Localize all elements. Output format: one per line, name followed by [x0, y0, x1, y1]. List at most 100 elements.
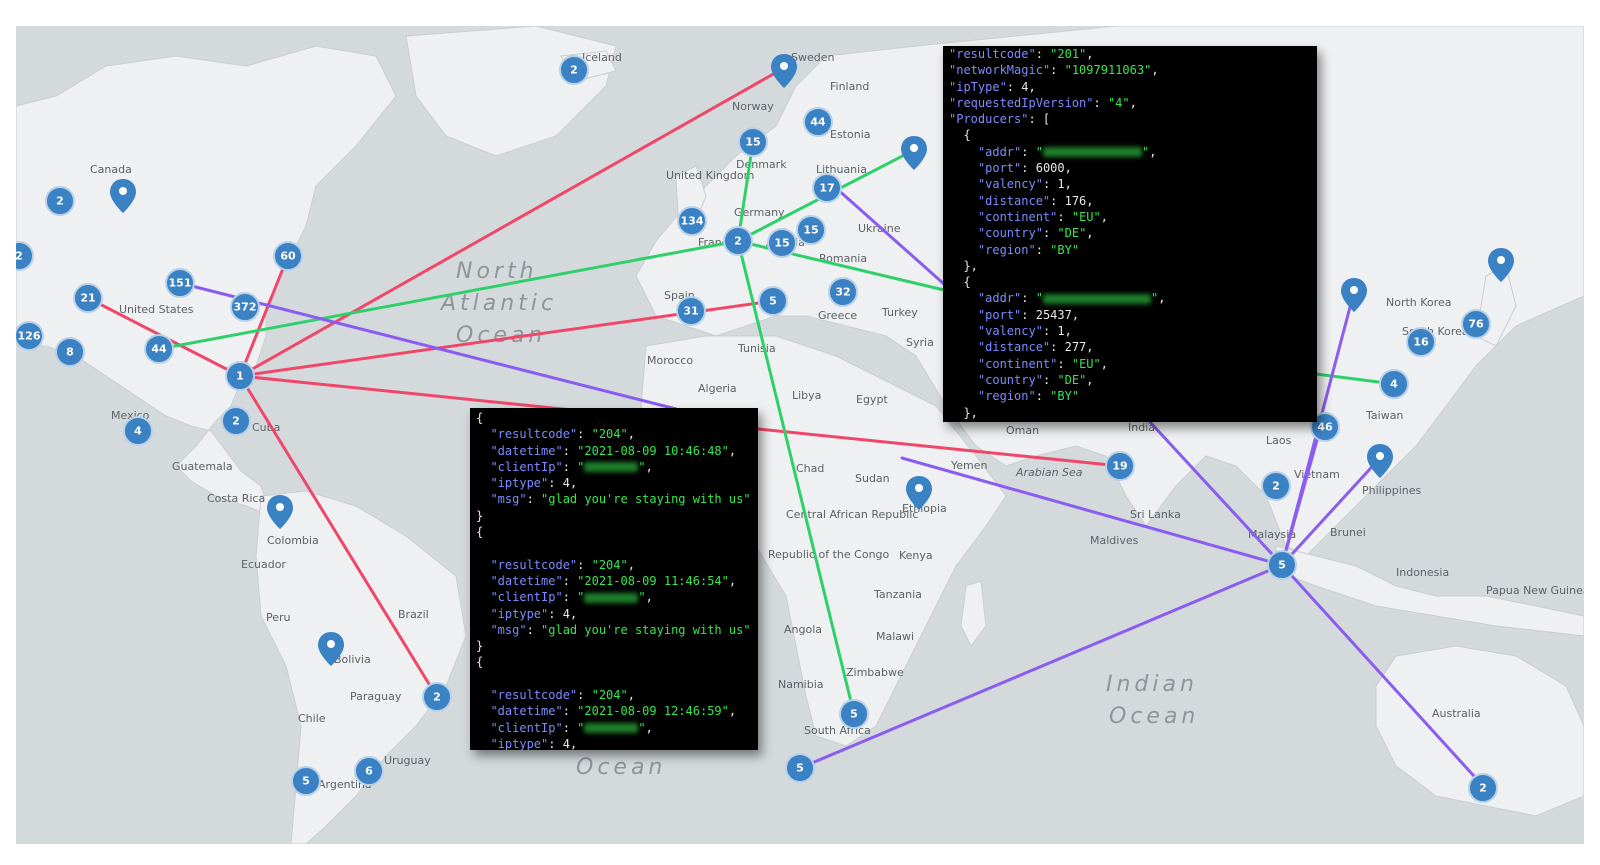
- terminal-token: "clientIp": [490, 590, 563, 605]
- hub-marker-europe[interactable]: 2: [723, 226, 753, 256]
- cluster-marker[interactable]: 134: [677, 206, 707, 236]
- terminal-token: :: [562, 443, 578, 458]
- cluster-marker[interactable]: 5: [291, 766, 321, 796]
- cluster-marker[interactable]: 5: [785, 753, 815, 783]
- svg-text:5: 5: [302, 775, 310, 788]
- terminal-token: :: [1050, 193, 1065, 208]
- terminal-token: },: [949, 405, 978, 420]
- cluster-marker[interactable]: 32: [828, 277, 858, 307]
- terminal-token: [476, 590, 490, 604]
- terminal-token: [476, 460, 490, 474]
- terminal-token: :: [1021, 291, 1036, 306]
- cluster-marker[interactable]: 4: [123, 416, 153, 446]
- terminal-line: "resultcode": "204",: [476, 426, 752, 442]
- cluster-marker[interactable]: 76: [1461, 309, 1491, 339]
- map-pin-icon[interactable]: [771, 54, 797, 88]
- terminal-token: [476, 704, 490, 718]
- terminal-token: "datetime": [490, 704, 563, 719]
- hub-marker-americas[interactable]: 1: [225, 361, 255, 391]
- cluster-marker[interactable]: 15: [767, 228, 797, 258]
- label-malaysia: Malaysia: [1248, 528, 1296, 541]
- terminal-token: ,: [728, 443, 737, 458]
- label-germany: Germany: [734, 206, 785, 219]
- label-tanzania: Tanzania: [873, 588, 922, 601]
- svg-text:134: 134: [681, 215, 704, 228]
- cluster-marker[interactable]: 16: [1406, 327, 1436, 357]
- terminal-token: :: [1021, 144, 1036, 159]
- svg-text:15: 15: [774, 237, 789, 250]
- terminal-token: ,: [1086, 226, 1094, 241]
- cluster-marker[interactable]: 21: [73, 283, 103, 313]
- terminal-line: "datetime": "2021-08-09 11:46:54",: [476, 573, 752, 589]
- svg-text:44: 44: [810, 116, 826, 129]
- cluster-marker[interactable]: 2: [422, 682, 452, 712]
- terminal-token: 1: [1057, 324, 1065, 339]
- cluster-marker[interactable]: 2: [1468, 773, 1498, 803]
- cluster-marker[interactable]: 5: [839, 699, 869, 729]
- cluster-marker[interactable]: 44: [144, 334, 174, 364]
- terminal-line: "port": 6000,: [949, 160, 1311, 176]
- cluster-marker[interactable]: 15: [738, 127, 768, 157]
- terminal-token: :: [1057, 356, 1072, 371]
- cluster-marker[interactable]: 31: [676, 296, 706, 326]
- label-uruguay: Uruguay: [384, 754, 431, 767]
- cluster-marker[interactable]: 2: [45, 186, 75, 216]
- map-canvas: North Atlantic Ocean Indian Ocean Ocean …: [16, 26, 1584, 844]
- cluster-marker[interactable]: 372: [230, 292, 260, 322]
- terminal-line: "continent": "EU",: [949, 209, 1311, 225]
- cluster-marker[interactable]: 17: [812, 173, 842, 203]
- cluster-marker[interactable]: 60: [273, 241, 303, 271]
- cluster-marker[interactable]: 15: [796, 215, 826, 245]
- terminal-token: "204": [591, 688, 628, 703]
- terminal-line: {: [476, 654, 752, 670]
- terminal-token: :: [548, 476, 563, 491]
- cluster-marker[interactable]: 2: [221, 406, 251, 436]
- terminal-line: "ipType": 4,: [949, 79, 1311, 95]
- svg-text:31: 31: [683, 305, 698, 318]
- terminal-token: "BY": [1050, 242, 1080, 257]
- svg-text:5: 5: [769, 295, 777, 308]
- ocean-label-ocean-indian: Ocean: [1109, 704, 1199, 729]
- cluster-marker[interactable]: 151: [165, 268, 195, 298]
- terminal-token: [476, 444, 490, 458]
- ocean-labels: North Atlantic Ocean Indian Ocean Ocean: [439, 259, 1199, 780]
- label-peru: Peru: [266, 611, 291, 624]
- terminal-token: ": [1141, 144, 1150, 159]
- hub-marker-asia[interactable]: 5: [1267, 550, 1297, 580]
- terminal-token: :: [1057, 209, 1072, 224]
- terminal-line: "country": "DE",: [949, 372, 1311, 388]
- label-papua-new-guinea: Papua New Guinea: [1486, 584, 1584, 597]
- terminal-token: :: [1042, 226, 1058, 241]
- cluster-marker[interactable]: 4: [1379, 369, 1409, 399]
- cluster-marker[interactable]: 2: [559, 55, 589, 85]
- terminal-token: :: [1021, 161, 1036, 176]
- terminal-token: :: [1093, 95, 1108, 110]
- label-oman: Oman: [1006, 424, 1039, 437]
- terminal-token: 4: [562, 606, 570, 621]
- terminal-token: "204": [591, 557, 628, 572]
- label-india: India: [1128, 421, 1155, 434]
- cluster-marker[interactable]: 6: [354, 756, 384, 786]
- cluster-marker[interactable]: 19: [1105, 451, 1135, 481]
- label-egypt: Egypt: [856, 393, 888, 406]
- terminal-token: ,: [1086, 47, 1094, 61]
- svg-text:8: 8: [66, 346, 74, 359]
- terminal-token: "addr": [977, 144, 1022, 159]
- cluster-marker[interactable]: 5: [758, 286, 788, 316]
- cluster-marker[interactable]: 126: [16, 321, 44, 351]
- cluster-marker[interactable]: 2: [1261, 471, 1291, 501]
- cluster-marker[interactable]: 44: [803, 107, 833, 137]
- cluster-marker[interactable]: 46: [1310, 412, 1340, 442]
- terminal-token: [949, 177, 978, 191]
- terminal-token: [476, 476, 490, 490]
- terminal-line: "region": "BY": [949, 388, 1311, 404]
- terminal-token: 1: [1057, 177, 1065, 192]
- terminal-line: "networkMagic": "1097911063",: [949, 62, 1311, 78]
- cluster-marker[interactable]: 2: [16, 241, 34, 271]
- svg-text:151: 151: [169, 277, 192, 290]
- label-chile: Chile: [298, 712, 326, 725]
- cluster-marker[interactable]: 8: [55, 337, 85, 367]
- terminal-token: [949, 243, 978, 257]
- world-map[interactable]: North Atlantic Ocean Indian Ocean Ocean …: [16, 26, 1584, 844]
- terminal-token: "2021-08-09 12:46:59": [577, 704, 729, 719]
